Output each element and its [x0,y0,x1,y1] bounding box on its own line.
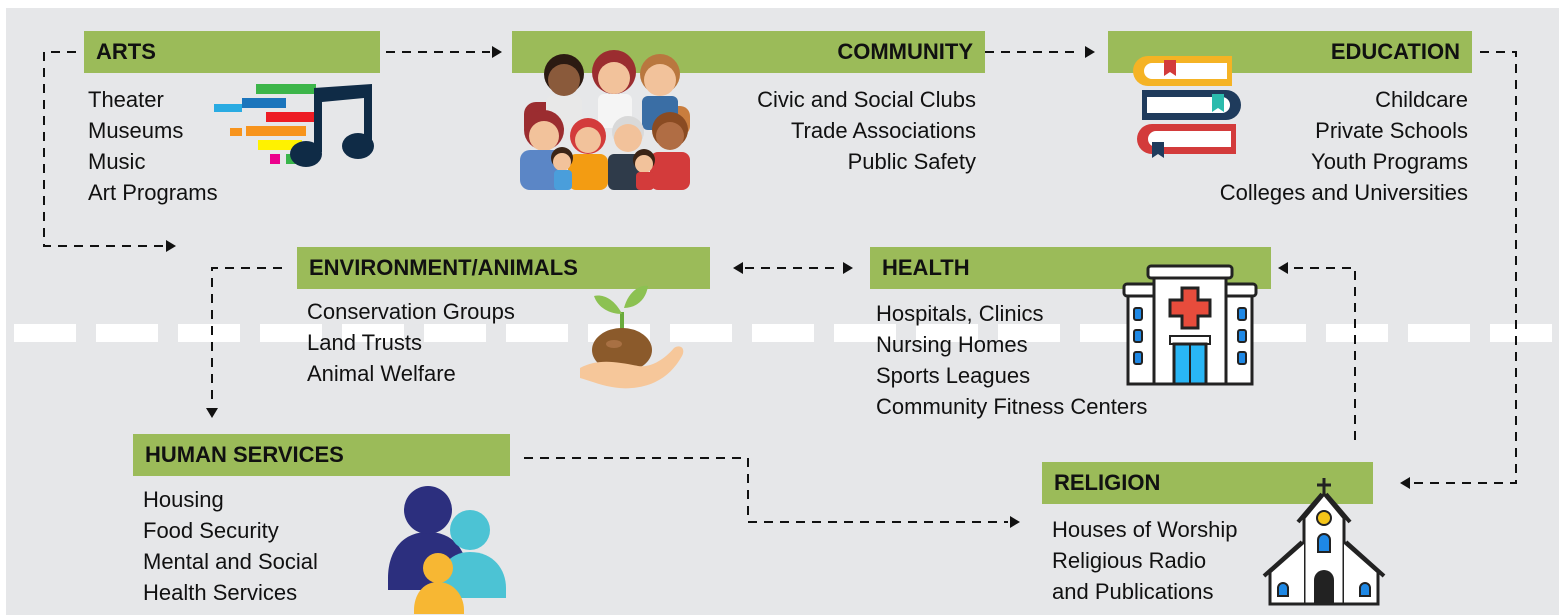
arts-header: ARTS [84,31,380,73]
health-item: Nursing Homes [876,332,1028,357]
diagram-background [6,8,1559,615]
family-icon [388,486,506,614]
music-note-icon [214,84,374,167]
connector-religion-health [1290,267,1356,440]
environment-list: Conservation Groups Land Trusts Animal W… [307,296,515,389]
road-dash-divider [0,324,1559,342]
arts-item: Art Programs [88,180,218,205]
education-item: Youth Programs [1311,149,1468,174]
arrowhead [843,262,853,274]
health-item: Sports Leagues [876,363,1031,388]
connector-education-religion [1412,51,1517,484]
connector-arts-environment [43,51,168,247]
arrowhead [733,262,743,274]
community-item: Trade Associations [790,118,976,143]
community-list: Civic and Social Clubs Trade Association… [660,84,976,177]
arrowhead [1278,262,1288,274]
environment-item: Animal Welfare [307,361,456,386]
education-item: Colleges and Universities [1219,180,1468,205]
environment-item: Conservation Groups [307,299,515,324]
environment-item: Land Trusts [307,330,422,355]
connector-environment-human-services [211,267,282,406]
arrowhead [1085,46,1095,58]
human-services-header: HUMAN SERVICES [133,434,510,476]
arts-item: Theater [88,87,164,112]
human-services-item: Food Security [143,518,279,543]
community-item: Civic and Social Clubs [757,87,976,112]
arrowhead [1400,477,1410,489]
religion-item: Houses of Worship [1052,517,1238,542]
community-header: COMMUNITY [512,31,985,73]
arrowhead [492,46,502,58]
arts-list: Theater Museums Music Art Programs [88,84,218,208]
religion-header: RELIGION [1042,462,1373,504]
human-services-item: Health Services [143,580,298,605]
people-group-icon [520,50,690,190]
seedling-hand-icon [580,285,684,389]
arrowhead [1010,516,1020,528]
health-item: Community Fitness Centers [876,394,1148,419]
books-icon [1133,56,1241,158]
community-item: Public Safety [847,149,976,174]
religion-list: Houses of Worship Religious Radio and Pu… [1052,514,1237,607]
connector-human-services-religion [524,457,1008,523]
religion-item: and Publications [1052,579,1214,604]
arrowhead [166,240,176,252]
education-item: Private Schools [1315,118,1468,143]
health-list: Hospitals, Clinics Nursing Homes Sports … [876,298,1147,422]
hospital-icon [1122,264,1258,386]
religion-item: Religious Radio [1052,548,1207,573]
arts-item: Museums [88,118,184,143]
human-services-item: Housing [143,487,224,512]
education-item: Childcare [1375,87,1468,112]
environment-header: ENVIRONMENT/ANIMALS [297,247,710,289]
education-list: Childcare Private Schools Youth Programs… [1150,84,1468,208]
health-item: Hospitals, Clinics [876,301,1044,326]
human-services-item: Mental and Social [143,549,318,574]
arrowhead [206,408,218,418]
church-icon [1262,478,1386,606]
human-services-list: Housing Food Security Mental and Social … [143,484,318,608]
arts-item: Music [88,149,146,174]
